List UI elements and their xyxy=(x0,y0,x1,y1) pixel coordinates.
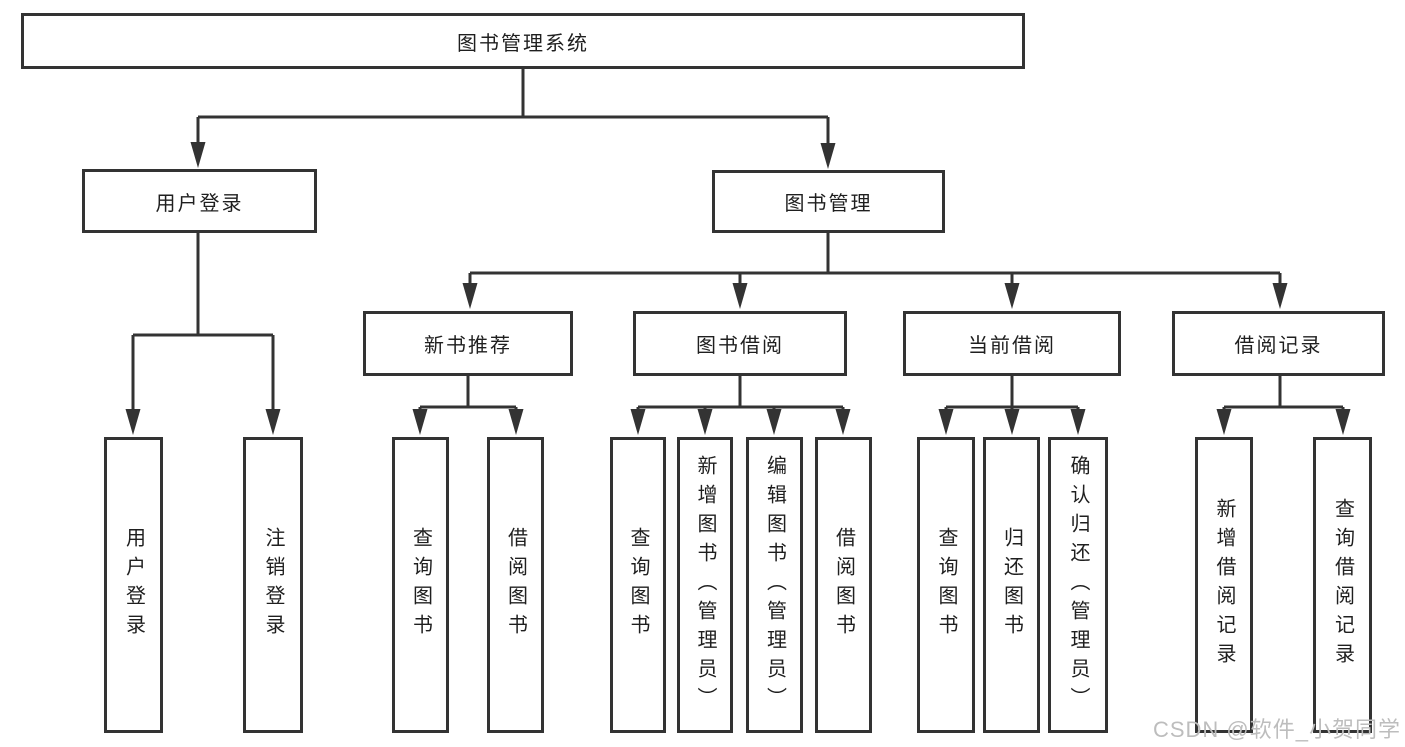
leaf-label: 用户登录 xyxy=(122,527,145,643)
leaf-user-login: 用户登录 xyxy=(104,437,163,733)
node-book-borrow: 图书借阅 xyxy=(633,311,847,376)
leaf-label: 新增借阅记录 xyxy=(1213,498,1235,672)
leaf-label: 确认归还（管理员） xyxy=(1067,454,1089,716)
leaf-label: 归还图书 xyxy=(1000,527,1023,643)
leaf-confirm-return-admin: 确认归还（管理员） xyxy=(1048,437,1108,733)
leaf-return-book: 归还图书 xyxy=(983,437,1040,733)
leaf-edit-book-admin: 编辑图书（管理员） xyxy=(746,437,803,733)
node-new-book-recommend: 新书推荐 xyxy=(363,311,573,376)
leaf-label: 注销登录 xyxy=(262,527,284,643)
leaf-label: 查询图书 xyxy=(935,527,957,643)
node-root-system: 图书管理系统 xyxy=(21,13,1025,69)
csdn-watermark: CSDN @软件_小贺同学 xyxy=(1152,717,1401,742)
leaf-query-books-borrow: 查询图书 xyxy=(610,437,666,733)
leaf-logout: 注销登录 xyxy=(243,437,303,733)
leaf-add-book-admin: 新增图书（管理员） xyxy=(677,437,733,733)
node-current-borrow: 当前借阅 xyxy=(903,311,1121,376)
leaf-query-borrow-record: 查询借阅记录 xyxy=(1313,437,1372,733)
node-borrow-records: 借阅记录 xyxy=(1172,311,1385,376)
leaf-label: 查询图书 xyxy=(409,527,432,643)
leaf-add-borrow-record: 新增借阅记录 xyxy=(1195,437,1253,733)
node-user-login: 用户登录 xyxy=(82,169,317,233)
leaf-borrow-books-borrow: 借阅图书 xyxy=(815,437,872,733)
leaf-borrow-books-recommend: 借阅图书 xyxy=(487,437,544,733)
leaf-label: 查询图书 xyxy=(627,527,649,643)
arrowheads xyxy=(125,142,1351,435)
leaf-label: 编辑图书（管理员） xyxy=(763,454,786,716)
node-book-management: 图书管理 xyxy=(712,170,945,233)
leaf-label: 新增图书（管理员） xyxy=(694,454,716,716)
leaf-label: 借阅图书 xyxy=(504,527,527,643)
leaf-query-books-current: 查询图书 xyxy=(917,437,975,733)
leaf-query-books-recommend: 查询图书 xyxy=(392,437,449,733)
leaf-label: 借阅图书 xyxy=(832,527,855,643)
leaf-label: 查询借阅记录 xyxy=(1331,498,1354,672)
